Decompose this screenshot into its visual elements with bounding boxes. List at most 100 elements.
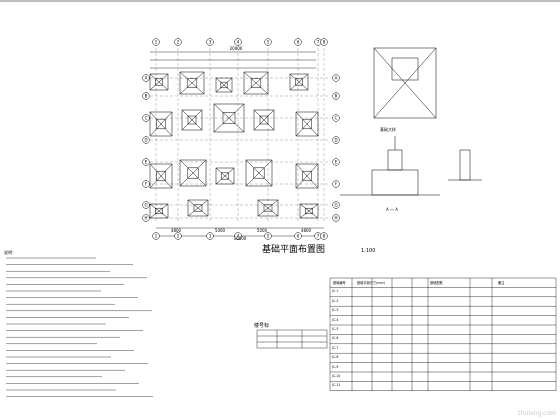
svg-text:7: 7 [317, 40, 320, 45]
watermark: zhulong.com [517, 410, 556, 417]
footing-pad [253, 109, 275, 131]
notes-title: 说明： [4, 250, 16, 255]
svg-text:D: D [144, 138, 147, 143]
svg-text:1: 1 [155, 40, 158, 45]
axis-bubble-row: E [142, 158, 150, 166]
axis-bubble-row: D [142, 136, 150, 144]
axis-bubble-col: 6 [294, 232, 302, 240]
svg-text:5: 5 [267, 234, 270, 239]
svg-text:H: H [334, 216, 337, 221]
axis-bubble-row: G [332, 201, 340, 209]
svg-text:7: 7 [317, 234, 320, 239]
table-row-id: JC-6 [332, 336, 339, 341]
axis-bubble-col: 1 [152, 232, 160, 240]
svg-text:F: F [335, 182, 338, 187]
axis-bubble-col: 4 [234, 38, 242, 46]
svg-text:6: 6 [297, 234, 300, 239]
footing-pad [179, 71, 205, 95]
dimension-overall-bottom: 16800 [234, 236, 247, 241]
footing-pad [181, 109, 203, 131]
table-row-id: JC-9 [332, 364, 339, 369]
footing-pad [149, 111, 173, 137]
svg-text:C: C [335, 116, 338, 121]
section-label: A — A [386, 207, 399, 212]
footing-pad [149, 203, 169, 219]
footing-pad [149, 73, 169, 91]
dimension-segment: 4800 [301, 228, 312, 233]
table-header-size: 基础平面尺寸(mm) [357, 281, 385, 285]
table-row-id: JC-4 [332, 317, 339, 322]
svg-text:4: 4 [237, 40, 240, 45]
legend-table-grid [256, 329, 328, 349]
svg-text:F: F [145, 182, 148, 187]
axis-bubble-row: B [332, 92, 340, 100]
axis-bubble-row: D [332, 136, 340, 144]
plan-title: 基础平面布置图 [262, 245, 326, 255]
footing-pad [299, 203, 319, 219]
table-row-id: JC-11 [332, 383, 341, 388]
table-row-id: JC-1 [332, 289, 339, 294]
svg-text:B: B [335, 94, 338, 99]
svg-text:8: 8 [323, 234, 326, 239]
axis-bubble-col: 3 [206, 232, 214, 240]
axis-bubble-col: 1 [152, 38, 160, 46]
svg-text:E: E [335, 160, 338, 165]
table-row-id: JC-10 [332, 374, 341, 378]
footing-detail [340, 47, 482, 196]
svg-text:8: 8 [323, 40, 326, 45]
footing-schedule-grid [329, 277, 557, 392]
horizontal-axis-lines [150, 77, 330, 219]
plan-scale: 1:100 [361, 248, 376, 254]
svg-text:A: A [145, 76, 148, 81]
axis-bubble-row: G [142, 201, 150, 209]
axis-bubble-row: H [142, 214, 150, 222]
table-header-id: 基础编号 [333, 281, 346, 285]
axis-bubble-col: 5 [264, 232, 272, 240]
axis-bubble-col: 8 [320, 232, 328, 240]
axis-bubble-row: C [142, 114, 150, 122]
table-header-rebar: 基础配筋 [430, 281, 443, 285]
svg-text:3: 3 [209, 234, 212, 239]
footing-pad [187, 199, 209, 217]
svg-text:5: 5 [267, 40, 270, 45]
dimension-overall-top: 20000 [230, 46, 243, 51]
axis-bubble-row: F [332, 180, 340, 188]
axis-bubble-col: 5 [264, 38, 272, 46]
dimension-segment: 5000 [215, 228, 226, 233]
footing-pad [213, 103, 245, 133]
svg-text:E: E [145, 160, 148, 165]
table-row-id: JC-3 [332, 308, 339, 313]
svg-text:2: 2 [177, 40, 180, 45]
axis-bubble-row: C [332, 114, 340, 122]
svg-text:D: D [334, 138, 337, 143]
axis-bubble-col: 2 [174, 232, 182, 240]
table-row-id: JC-7 [332, 345, 339, 350]
svg-text:H: H [144, 216, 147, 221]
footing-pad [295, 163, 319, 189]
svg-text:3: 3 [209, 40, 212, 45]
footing-pad [257, 199, 279, 217]
dimension-segment: 4800 [171, 228, 182, 233]
vertical-axis-lines [155, 48, 325, 222]
footing-pad [179, 159, 207, 187]
footing-pads [149, 71, 319, 219]
footing-pad [295, 111, 319, 137]
top-dimension-lines [150, 51, 316, 69]
axis-bubble-row: F [142, 180, 150, 188]
legend-title: 楼号标 [254, 323, 270, 329]
axis-bubble-col: 8 [320, 38, 328, 46]
table-row-id: JC-2 [332, 298, 339, 303]
axis-bubble-row: B [142, 92, 150, 100]
footing-pad [215, 77, 233, 93]
axis-bubble-col: 4 [234, 232, 242, 240]
axis-bubble-col: 3 [206, 38, 214, 46]
table-header-remark: 备注 [498, 281, 505, 285]
axis-bubble-row: E [332, 158, 340, 166]
footing-pad [243, 71, 269, 95]
footing-pad [245, 159, 273, 187]
table-row-id: JC-5 [332, 327, 339, 331]
svg-text:1: 1 [155, 234, 158, 239]
detail-caption: 基础大样 [380, 127, 396, 132]
axis-bubble-col: 6 [294, 38, 302, 46]
